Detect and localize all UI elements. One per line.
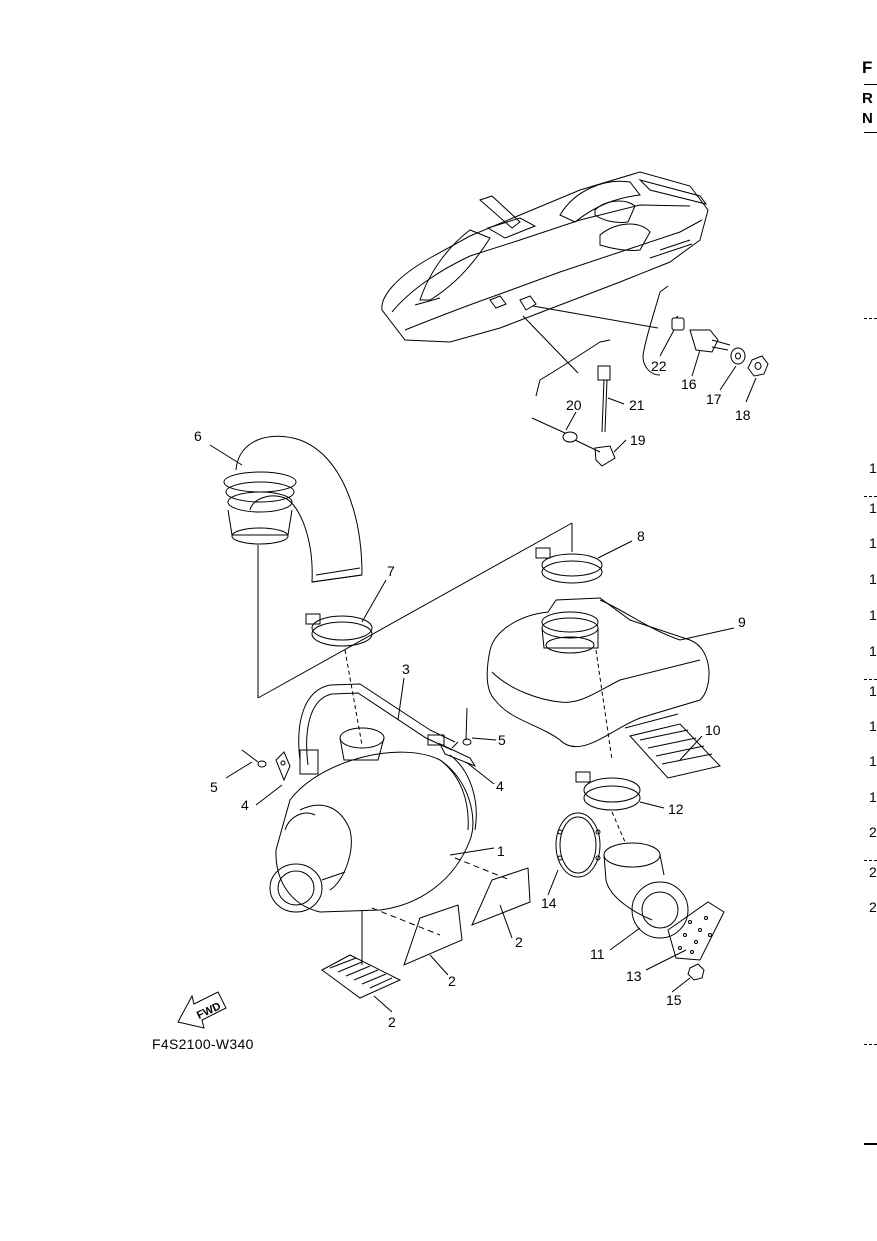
callout-5-left: 5 — [210, 779, 218, 795]
edge-row: 2 — [869, 864, 877, 880]
callout-5-right: 5 — [498, 732, 506, 748]
edge-rule — [864, 132, 877, 133]
edge-row: 1 — [869, 683, 877, 699]
callout-14: 14 — [541, 895, 557, 911]
nut-15 — [687, 963, 705, 981]
edge-row: 1 — [869, 753, 877, 769]
mat-2-b — [403, 904, 463, 966]
callout-2-right: 2 — [515, 934, 523, 950]
hardware-16-22 — [671, 315, 769, 377]
ring-14 — [555, 812, 601, 878]
callout-1: 1 — [497, 843, 505, 859]
mat-2-a — [321, 954, 402, 999]
hardware-19-21 — [531, 365, 616, 467]
bracket-4-left — [275, 751, 291, 782]
edge-row: 1 — [869, 571, 877, 587]
mat-2-c — [471, 867, 531, 926]
callout-numbers: 6 7 8 9 3 10 5 4 5 4 12 1 14 2 11 2 13 1… — [194, 358, 751, 1030]
rivet-5-left — [241, 749, 267, 768]
callout-3: 3 — [402, 661, 410, 677]
edge-row: 1 — [869, 718, 877, 734]
silencer-guide-lines — [361, 857, 511, 965]
bracket-4-right — [438, 741, 477, 768]
edge-rule — [864, 1044, 877, 1045]
callout-21: 21 — [629, 397, 645, 413]
callout-19: 19 — [630, 432, 646, 448]
edge-header-n: N — [862, 110, 873, 127]
elbow-11 — [603, 842, 689, 939]
silencer-1 — [269, 727, 477, 913]
edge-rule — [864, 1143, 877, 1145]
edge-rule — [864, 679, 877, 680]
callout-20: 20 — [566, 397, 582, 413]
edge-row: 1 — [869, 607, 877, 623]
clamp-8 — [535, 547, 603, 584]
callout-2-left: 2 — [388, 1014, 396, 1030]
fwd-arrow-icon: FWD — [177, 991, 227, 1029]
rivet-5-right — [462, 707, 472, 746]
edge-row: 2 — [869, 899, 877, 915]
edge-rule — [864, 496, 877, 497]
mat-10 — [624, 713, 721, 779]
callout-18: 18 — [735, 407, 751, 423]
callout-7: 7 — [387, 563, 395, 579]
callout-9: 9 — [738, 614, 746, 630]
callout-leaders — [209, 329, 757, 1013]
clamp-12 — [575, 771, 641, 843]
callout-12: 12 — [668, 801, 684, 817]
detail-leader-lines — [522, 285, 669, 397]
plate-13 — [667, 901, 725, 961]
edge-rule — [864, 84, 877, 85]
edge-header-r: R — [862, 90, 873, 107]
edge-rule — [864, 318, 877, 319]
watercraft-illustration — [381, 171, 709, 343]
edge-row: 1 — [869, 643, 877, 659]
diagram-code: F4S2100-W340 — [152, 1036, 254, 1052]
callout-2-middle: 2 — [448, 973, 456, 989]
tank-9 — [486, 597, 710, 761]
duct-6 — [223, 435, 363, 698]
edge-row: 2 — [869, 824, 877, 840]
fwd-label: FWD — [195, 1000, 223, 1021]
edge-rule — [864, 860, 877, 861]
callout-17: 17 — [706, 391, 722, 407]
callout-4-left: 4 — [241, 797, 249, 813]
callout-22: 22 — [651, 358, 667, 374]
callout-8: 8 — [637, 528, 645, 544]
callout-4-right: 4 — [496, 778, 504, 794]
callout-13: 13 — [626, 968, 642, 984]
strap-3 — [298, 683, 456, 775]
edge-header-f: F — [862, 58, 873, 77]
edge-row: 1 — [869, 500, 877, 516]
edge-row: 1 — [869, 535, 877, 551]
callout-11: 11 — [590, 946, 605, 962]
callout-16: 16 — [681, 376, 697, 392]
edge-row: 1 — [869, 789, 877, 805]
clamp-7 — [305, 613, 373, 746]
edge-row: 1 — [869, 460, 877, 476]
callout-10: 10 — [705, 722, 721, 738]
callout-15: 15 — [666, 992, 682, 1008]
callout-6: 6 — [194, 428, 202, 444]
assembly-line — [257, 522, 573, 699]
